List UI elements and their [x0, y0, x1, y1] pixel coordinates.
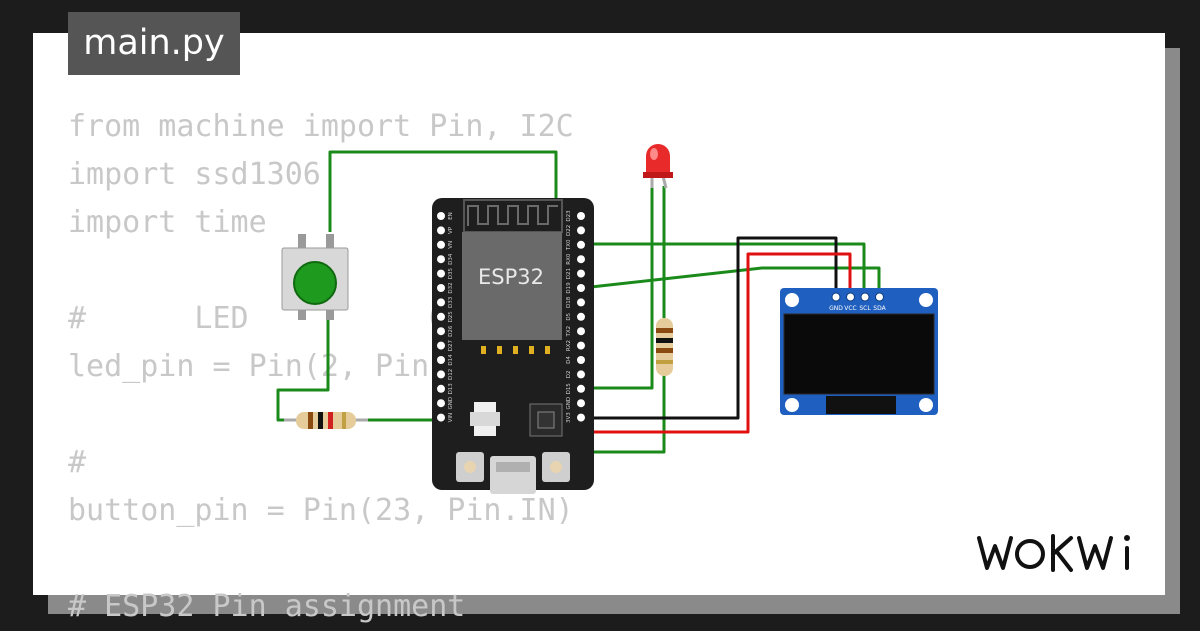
esp32-pin-label: D33	[448, 296, 454, 308]
esp32-pin	[437, 370, 445, 379]
oled-pin-label: SCL	[859, 305, 871, 312]
esp32-pin-label: GND	[448, 397, 454, 410]
code-line: #	[68, 445, 87, 480]
esp32-pin-label: D32	[448, 282, 454, 293]
esp32-pin-label: EN	[448, 212, 454, 220]
esp32-pin	[437, 341, 445, 350]
esp32-pin-label: D4	[566, 356, 572, 364]
wire-scl	[582, 242, 866, 296]
esp32-pin-label: D12	[448, 369, 454, 380]
red-led	[643, 144, 673, 189]
esp32-pin-label: D22	[566, 225, 572, 236]
esp32-pin-label: D26	[448, 325, 454, 337]
esp32-pin-label: VP	[448, 226, 454, 234]
esp32-pin	[437, 212, 445, 220]
wire-led-to-d2	[582, 186, 654, 390]
file-tab[interactable]: main.py	[68, 12, 240, 75]
wire-vcc-red	[582, 252, 852, 434]
esp32-pin	[437, 384, 445, 393]
esp32-pin-label: VIN	[448, 413, 454, 423]
esp32-pin-label: D13	[448, 383, 454, 395]
oled-pin	[875, 292, 884, 302]
esp32-pin-label: D5	[566, 312, 572, 320]
preview-card: from machine import Pin, I2C import ssd13…	[33, 33, 1165, 624]
esp32-pin	[437, 312, 445, 321]
esp32-pin	[437, 298, 445, 307]
esp32-pin	[437, 255, 445, 264]
esp32-pin-label: D23	[566, 210, 572, 222]
esp32-pin	[577, 356, 585, 364]
esp32-pin	[437, 413, 445, 422]
esp32-pin	[437, 269, 445, 278]
esp32-pin-label: D14	[448, 354, 454, 366]
oled-pin-label: SDA	[873, 305, 886, 312]
esp32-pin	[577, 399, 585, 408]
esp32-pin-label: D25	[448, 311, 454, 323]
button-resistor	[284, 412, 368, 429]
esp32-pin	[577, 327, 585, 336]
wokwi-logo	[977, 534, 1130, 572]
esp32-pin	[437, 327, 445, 336]
esp32-pin-label: D19	[566, 282, 572, 294]
wire-gnd-black	[582, 236, 838, 420]
esp32-pin-label: D21	[566, 268, 572, 279]
esp32-pin	[577, 284, 585, 292]
esp32-pin	[437, 226, 445, 235]
esp32-board: ESP32	[432, 198, 594, 494]
code-line: from machine import Pin, I2C	[68, 109, 574, 144]
led-resistor	[656, 318, 673, 376]
oled-pin-label: VCC	[844, 305, 856, 312]
esp32-pin-label: D2	[566, 371, 572, 379]
code-line: import time	[68, 205, 267, 240]
oled-pin-label: GND	[829, 305, 843, 312]
esp32-pin	[577, 413, 585, 422]
esp32-pin	[577, 312, 585, 321]
esp32-pin	[437, 240, 445, 249]
esp32-pin	[437, 399, 445, 408]
wire-sda	[581, 266, 881, 296]
esp32-pin	[577, 384, 585, 393]
esp32-pin	[577, 370, 585, 379]
esp32-pin	[437, 284, 445, 292]
esp32-pin	[577, 240, 585, 249]
oled-pin	[846, 292, 855, 302]
code-line: import ssd1306	[68, 157, 321, 192]
wire-button-to-resistor	[276, 316, 330, 422]
esp32-pin-label: D27	[448, 339, 454, 351]
esp32-pin-label: D18	[566, 296, 572, 308]
code-line: button_pin = Pin(23, Pin.IN)	[68, 493, 574, 528]
esp32-pin-label: D35	[448, 267, 454, 279]
esp32-pin	[577, 212, 585, 220]
esp32-pin	[577, 269, 585, 278]
esp32-pin	[577, 255, 585, 264]
esp32-pin-label: TX2	[566, 326, 572, 338]
esp32-pin-label: D15	[566, 383, 572, 395]
esp32-pin	[437, 356, 445, 364]
esp32-pin-label: GND	[566, 397, 572, 410]
oled-pin	[860, 292, 870, 302]
esp32-pin-label: TX0	[566, 239, 572, 251]
esp32-pin	[577, 341, 585, 350]
wire-resistor-to-gnd	[582, 372, 666, 454]
esp32-pin-label: VN	[448, 241, 454, 249]
esp32-pin	[577, 226, 585, 235]
oled-display	[780, 288, 938, 415]
esp32-pin-label: RX0	[566, 253, 572, 265]
esp32-label: ESP32	[478, 265, 544, 289]
oled-pin	[831, 292, 841, 302]
push-button[interactable]	[281, 234, 349, 320]
esp32-pin	[577, 298, 585, 307]
code-line: # ESP32 Pin assignment	[68, 589, 466, 624]
esp32-pin-label: 3V3	[566, 412, 572, 423]
esp32-pin-label: D34	[448, 253, 454, 265]
esp32-pin-label: RX2	[566, 340, 572, 351]
